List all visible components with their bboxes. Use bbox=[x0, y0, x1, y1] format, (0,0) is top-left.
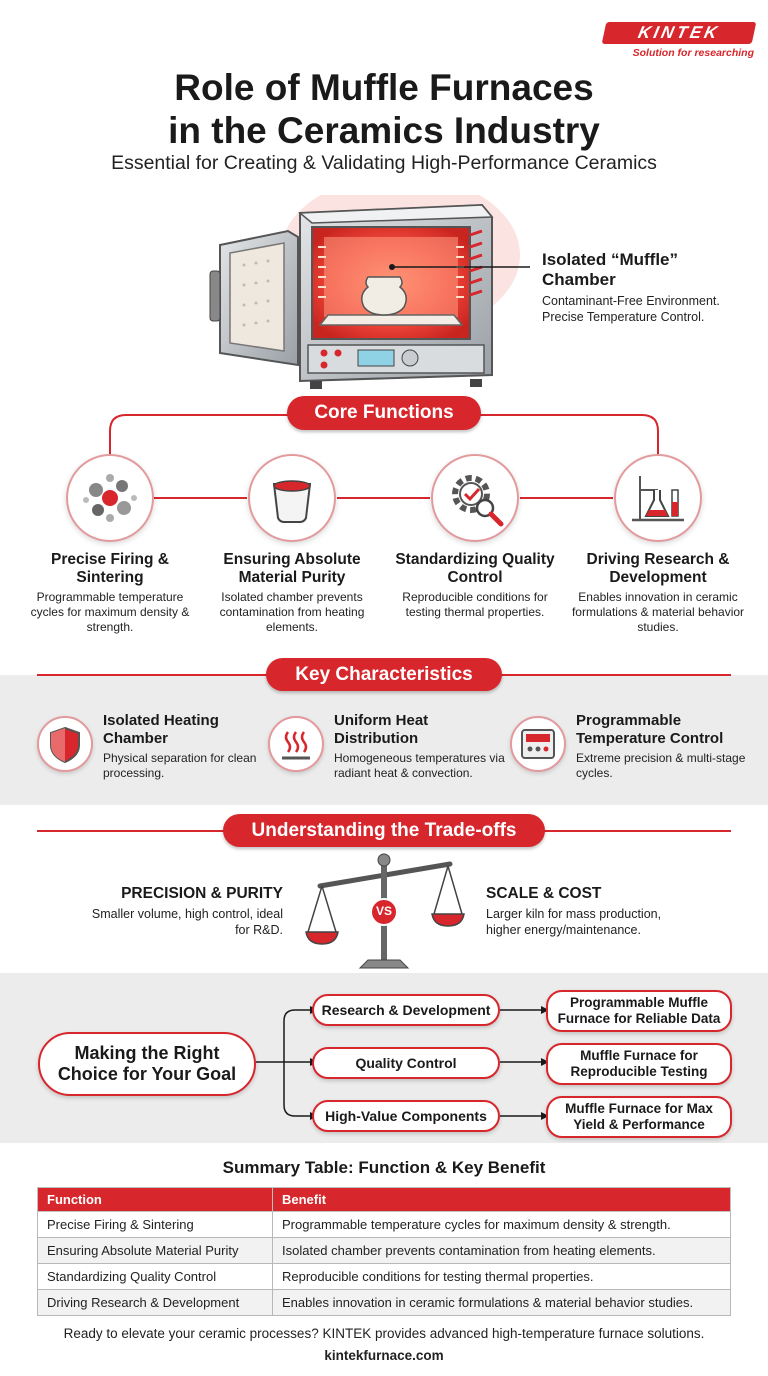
key-characteristics-band bbox=[0, 675, 768, 805]
summary-table: Function Benefit Precise Firing & Sinter… bbox=[37, 1187, 731, 1316]
function-text: Isolated chamber prevents contamination … bbox=[219, 590, 365, 634]
table-cell: Programmable temperature cycles for maxi… bbox=[272, 1211, 731, 1238]
table-row: Precise Firing & Sintering Programmable … bbox=[37, 1211, 731, 1238]
heat-waves-icon bbox=[282, 731, 310, 760]
kc-title: Uniform Heat Distribution bbox=[334, 712, 429, 747]
decision-goal: Quality Control bbox=[312, 1047, 500, 1079]
kc-circle-control bbox=[510, 716, 566, 772]
table-header: Benefit bbox=[272, 1187, 731, 1212]
function-circle-quality bbox=[431, 454, 519, 542]
muffle-furnace-illustration bbox=[209, 195, 530, 389]
tradeoff-left-title: PRECISION & PURITY bbox=[121, 885, 283, 902]
kc-text: Extreme precision & multi-stage cycles. bbox=[576, 751, 746, 780]
function-text: Programmable temperature cycles for maxi… bbox=[30, 590, 190, 634]
particles-icon bbox=[83, 474, 137, 522]
page-title: Role of Muffle Furnaces in the Ceramics … bbox=[60, 66, 708, 152]
table-row: Ensuring Absolute Material Purity Isolat… bbox=[37, 1237, 731, 1264]
table-cell: Isolated chamber prevents contamination … bbox=[272, 1237, 731, 1264]
decision-goal: Research & Development bbox=[312, 994, 500, 1026]
gear-magnifier-icon bbox=[452, 475, 504, 527]
kc-title: Programmable Temperature Control bbox=[576, 712, 724, 747]
table-cell: Driving Research & Development bbox=[37, 1289, 273, 1316]
table-header: Function bbox=[37, 1187, 273, 1212]
brand-tagline: Solution for researching bbox=[632, 47, 754, 59]
function-circle-research bbox=[614, 454, 702, 542]
balance-scale-icon bbox=[305, 853, 465, 969]
decision-goal: High-Value Components bbox=[312, 1100, 500, 1132]
tradeoff-right-text: Larger kiln for mass production, higher … bbox=[486, 907, 662, 937]
function-title: Precise Firing & Sintering bbox=[50, 551, 169, 586]
function-title: Standardizing Quality Control bbox=[395, 551, 555, 586]
kc-title: Isolated Heating Chamber bbox=[103, 712, 219, 747]
decision-result: Muffle Furnace for Reproducible Testing bbox=[546, 1043, 732, 1085]
function-title: Ensuring Absolute Material Purity bbox=[223, 551, 361, 586]
kc-text: Homogeneous temperatures via radiant hea… bbox=[334, 751, 505, 780]
callout-title: Isolated “Muffle” Chamber bbox=[542, 250, 679, 289]
table-cell: Precise Firing & Sintering bbox=[37, 1211, 273, 1238]
title-line-2: in the Ceramics Industry bbox=[168, 110, 600, 151]
brand-logo: KINTEK Solution for researching bbox=[601, 22, 757, 59]
core-functions-heading: Core Functions bbox=[287, 396, 481, 430]
tradeoff-left-text: Smaller volume, high control, ideal for … bbox=[91, 907, 283, 937]
table-cell: Reproducible conditions for testing ther… bbox=[272, 1263, 731, 1290]
table-cell: Enables innovation in ceramic formulatio… bbox=[272, 1289, 731, 1316]
decision-result: Programmable Muffle Furnace for Reliable… bbox=[546, 990, 732, 1032]
function-text: Reproducible conditions for testing ther… bbox=[402, 590, 548, 619]
controller-icon bbox=[521, 729, 555, 759]
function-text: Enables innovation in ceramic formulatio… bbox=[571, 590, 745, 634]
function-circle-purity bbox=[248, 454, 336, 542]
kc-circle-heat bbox=[268, 716, 324, 772]
table-row: Driving Research & Development Enables i… bbox=[37, 1289, 731, 1316]
vs-label: VS bbox=[375, 904, 392, 918]
title-line-1: Role of Muffle Furnaces bbox=[174, 67, 594, 108]
table-row: Standardizing Quality Control Reproducib… bbox=[37, 1263, 731, 1290]
brand-name: KINTEK bbox=[601, 22, 757, 44]
decision-result: Muffle Furnace for Max Yield & Performan… bbox=[546, 1096, 732, 1138]
lab-flask-icon bbox=[632, 476, 684, 522]
function-title: Driving Research & Development bbox=[586, 551, 730, 586]
kc-circle-isolation bbox=[37, 716, 93, 772]
crucible-icon bbox=[272, 480, 312, 523]
key-characteristics-heading: Key Characteristics bbox=[266, 658, 502, 691]
callout-text: Contaminant-Free Environment. Precise Te… bbox=[542, 294, 720, 324]
table-cell: Ensuring Absolute Material Purity bbox=[37, 1237, 273, 1264]
footer-link[interactable]: kintekfurnace.com bbox=[324, 1348, 444, 1363]
table-header-row: Function Benefit bbox=[37, 1187, 731, 1212]
summary-table-title: Summary Table: Function & Key Benefit bbox=[222, 1158, 546, 1177]
function-circle-firing bbox=[66, 454, 154, 542]
footer-text: Ready to elevate your ceramic processes?… bbox=[63, 1326, 705, 1341]
table-cell: Standardizing Quality Control bbox=[37, 1263, 273, 1290]
tradeoff-right-title: SCALE & COST bbox=[486, 885, 602, 902]
kc-text: Physical separation for clean processing… bbox=[103, 751, 257, 780]
page-subtitle: Essential for Creating & Validating High… bbox=[111, 152, 657, 174]
tradeoffs-heading: Understanding the Trade-offs bbox=[223, 814, 545, 847]
decision-root: Making the Right Choice for Your Goal bbox=[38, 1032, 256, 1096]
shield-icon bbox=[50, 726, 80, 764]
